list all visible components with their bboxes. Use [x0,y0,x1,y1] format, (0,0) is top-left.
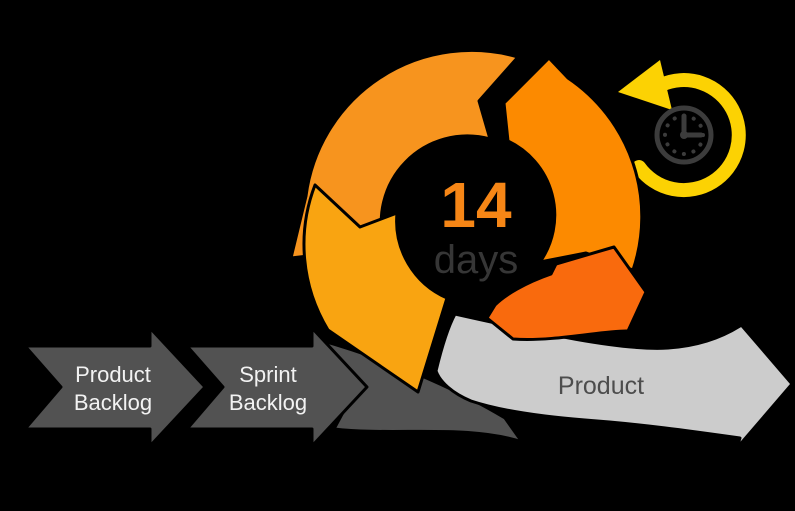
cycle-segment-bottom-right [485,245,648,341]
clock-hub [680,131,688,139]
sprint-backlog-label: Sprint Backlog [229,362,307,415]
cycle-duration-unit: days [434,238,519,282]
counterclockwise-arrow-icon [618,60,746,198]
sprint-backlog-label-line2: Backlog [229,390,307,415]
product-backlog-label-line1: Product [75,362,151,387]
cycle-segment-bottom-left [302,183,449,394]
product-backlog-label: Product Backlog [74,362,152,415]
product-backlog-label-line2: Backlog [74,390,152,415]
cycle-segment-top-left [289,48,520,260]
product-label: Product [558,372,644,400]
clock-ring [654,105,714,165]
sprint-backlog-label-line1: Sprint [239,362,296,387]
cycle-segment-right [502,56,644,272]
clock-icon [654,105,714,165]
sprint-backlog-arrow [185,326,369,448]
product-backlog-arrow [23,326,207,448]
refresh-arrowhead [618,60,672,110]
cycle-duration-value: 14 [440,169,512,241]
product-arrow [434,312,794,450]
refresh-arc [632,73,746,198]
